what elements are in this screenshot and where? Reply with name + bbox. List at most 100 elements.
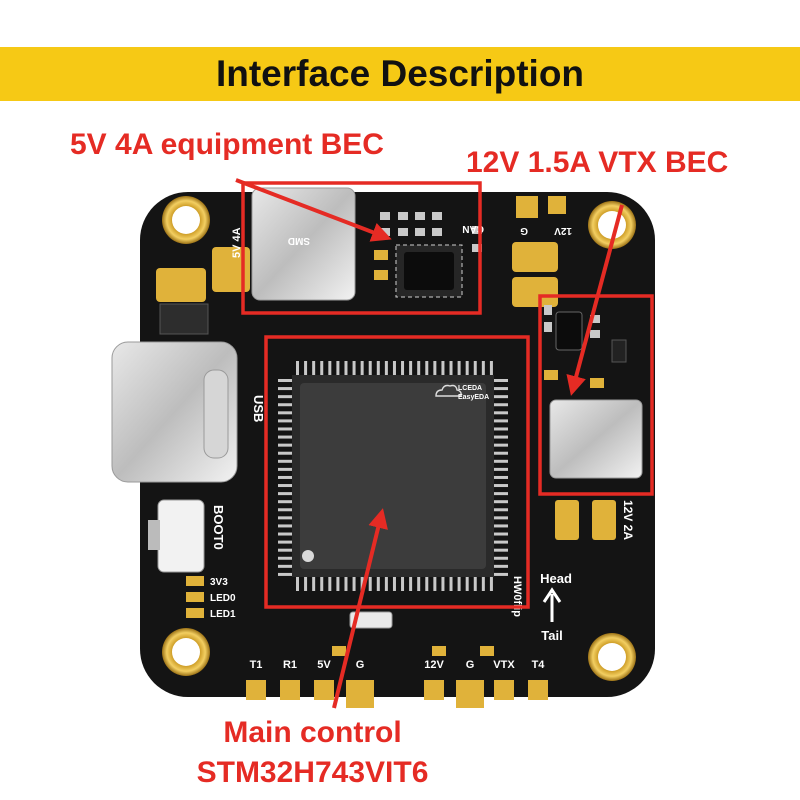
mcu-pin <box>449 577 453 591</box>
label-pad-t4: T4 <box>532 659 546 671</box>
mcu-pin <box>278 548 292 552</box>
mcu-pin <box>312 361 316 375</box>
mcu-pin <box>278 435 292 439</box>
highlight-box-5v-bec <box>241 181 482 315</box>
mcu-pin <box>360 361 364 375</box>
mcu-pin <box>296 577 299 591</box>
mcu-pin <box>320 577 324 591</box>
mcu-pin <box>473 361 477 375</box>
orientation-arrow-icon <box>542 587 562 622</box>
mcu-pin <box>465 577 469 591</box>
mcu-pin <box>278 427 292 431</box>
mcu-pin <box>368 577 372 591</box>
inductor-12v <box>549 399 643 479</box>
mcu-pin <box>312 577 316 591</box>
label-led1: LED1 <box>210 609 236 620</box>
mcu-pins <box>278 361 508 591</box>
bec-12v-chip <box>555 311 583 351</box>
mcu-pin <box>401 361 405 375</box>
svg-text:EasyEDA: EasyEDA <box>458 394 489 401</box>
mcu-pin <box>441 577 445 591</box>
arrow-5v-bec <box>235 178 392 242</box>
mcu-pin <box>425 577 429 591</box>
mcu-pin <box>494 395 508 399</box>
mcu-pin <box>336 577 340 591</box>
mcu-pin <box>401 577 405 591</box>
mcu-pin <box>278 419 292 423</box>
mcu-pin <box>417 361 421 375</box>
mcu-pin <box>409 361 413 375</box>
mcu-pin <box>481 361 485 375</box>
boot-button <box>157 499 205 573</box>
mcu-pin <box>278 411 292 415</box>
bec-5v-controller-chip <box>395 244 463 298</box>
mcu-pin <box>278 572 292 576</box>
label-tail: Tail <box>541 628 562 643</box>
mcu-pin <box>494 419 508 423</box>
mcu-pin <box>368 361 372 375</box>
mcu-pin <box>494 467 508 471</box>
mcu-pin <box>278 564 292 568</box>
mcu-pin <box>278 451 292 455</box>
mcu-pin <box>336 361 340 375</box>
mcu-pin <box>278 532 292 536</box>
solder-pad-12v-top <box>548 196 566 214</box>
label-pad-r1: R1 <box>283 659 297 671</box>
label-pad-g1: G <box>356 659 365 671</box>
mcu-pin <box>352 361 356 375</box>
mcu-pin <box>465 361 469 375</box>
mcu-pin <box>320 361 324 375</box>
mcu-pin <box>376 577 380 591</box>
label-pad-vtx: VTX <box>493 659 515 671</box>
label-led0: LED0 <box>210 593 236 604</box>
label-12v-2a: 12V 2A <box>621 500 635 540</box>
mounting-hole-bottom-right <box>588 633 636 681</box>
mcu-pin <box>278 403 292 407</box>
mcu-pin <box>494 427 508 431</box>
mcu-pin <box>278 395 292 399</box>
mcu-pin <box>392 361 396 375</box>
mcu-pin <box>409 577 413 591</box>
mcu-pin <box>494 459 508 463</box>
mcu-pin <box>376 361 380 375</box>
easyeda-logo: LCEDA EasyEDA <box>435 384 489 401</box>
callout-main-control-line1: Main control <box>223 716 402 749</box>
highlight-box-main-control <box>264 335 530 609</box>
svg-text:LCEDA: LCEDA <box>458 385 482 392</box>
label-pad-12v: 12V <box>424 659 444 671</box>
mcu-pin <box>296 361 299 375</box>
mcu-pin <box>278 524 292 528</box>
mcu-pin <box>489 361 493 375</box>
callout-main-control-line2: STM32H743VIT6 <box>196 756 429 789</box>
mcu-pin <box>278 475 292 479</box>
mcu-pin <box>278 459 292 463</box>
label-can: CAN <box>462 223 484 234</box>
mcu-pin <box>494 564 508 568</box>
capacitor-12v-2 <box>512 277 558 307</box>
mcu-pin <box>278 540 292 544</box>
mcu-pin <box>494 387 508 391</box>
mcu-pin <box>328 577 332 591</box>
boot-button-side <box>148 520 160 550</box>
diode-black <box>159 303 209 335</box>
mounting-hole-top-left <box>162 196 210 244</box>
smd-passives-12v <box>544 305 627 388</box>
label-head: Head <box>540 571 572 586</box>
callout-12v-bec: 12V 1.5A VTX BEC <box>466 146 729 179</box>
mcu-pin <box>457 361 461 375</box>
mcu-pin <box>494 516 508 520</box>
mcu-pin <box>392 577 396 591</box>
mcu-pin <box>278 379 292 382</box>
mcu-pin <box>494 379 508 382</box>
crystal-small <box>349 611 393 629</box>
title-banner: Interface Description <box>0 47 800 101</box>
mcu-pin <box>489 577 493 591</box>
mcu-pin <box>494 403 508 407</box>
svg-text:SMD: SMD <box>288 235 310 246</box>
mcu-pin <box>441 361 445 375</box>
mcu-pin <box>344 577 348 591</box>
capacitor-12v-out-1 <box>555 500 579 540</box>
page-title: Interface Description <box>215 53 585 94</box>
mcu-pin <box>473 577 477 591</box>
capacitor-12v-out-2 <box>592 500 616 540</box>
